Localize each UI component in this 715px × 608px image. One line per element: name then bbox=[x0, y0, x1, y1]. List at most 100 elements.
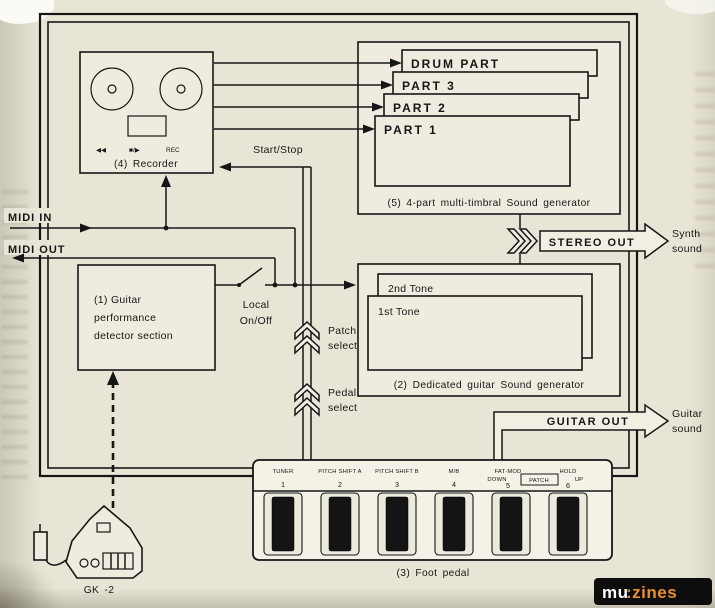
pedal-number-3: 3 bbox=[395, 480, 399, 489]
arrowhead bbox=[372, 102, 384, 112]
watermark-mu: mu bbox=[602, 583, 629, 602]
patch-select-label-2: select bbox=[328, 340, 357, 352]
detector-line1: (1) Guitar bbox=[94, 294, 142, 306]
junction-dot bbox=[272, 282, 278, 288]
gk2-plug bbox=[33, 531, 48, 561]
arrowhead bbox=[219, 162, 231, 172]
arrowhead bbox=[107, 371, 119, 385]
multitimbral-generator-block: DRUM PART PART 3 PART 2 PART 1 (5) 4-par… bbox=[357, 41, 621, 215]
arrowhead bbox=[80, 223, 92, 233]
junction-dot bbox=[163, 225, 169, 231]
pedal-label-5: FAT·MOD bbox=[494, 469, 521, 475]
pedal-label-1: TUNER bbox=[273, 469, 294, 475]
part-label-3: PART 3 bbox=[402, 79, 456, 93]
print-bleed-artifact bbox=[2, 190, 28, 480]
switch-pivot bbox=[237, 283, 241, 287]
gk2-knob bbox=[90, 558, 100, 568]
chevron-up-icon bbox=[294, 382, 320, 403]
detector-box bbox=[77, 264, 216, 371]
gk2-switch bbox=[96, 522, 111, 533]
pedal-key-1 bbox=[271, 496, 295, 552]
guitar-out: GUITAR OUT Guitar sound bbox=[493, 403, 703, 462]
patch-label: PATCH bbox=[529, 478, 549, 484]
pedal-label-2: PITCH SHIFT A bbox=[318, 469, 361, 475]
connections: Start/Stop MIDI IN MIDI OUT bbox=[8, 58, 402, 461]
chevron-up-icon bbox=[294, 320, 320, 341]
gk2-caption: GK -2 bbox=[84, 585, 115, 596]
pedal-number-6: 6 bbox=[566, 481, 570, 490]
start-stop-label: Start/Stop bbox=[253, 144, 303, 156]
guitar-sound-label-2: sound bbox=[672, 423, 702, 435]
guitar-generator-caption: (2) Dedicated guitar Sound generator bbox=[394, 380, 585, 391]
junction-dot bbox=[292, 282, 298, 288]
guitar-out-label: GUITAR OUT bbox=[547, 416, 630, 428]
synth-sound-label-2: sound bbox=[672, 243, 702, 255]
pedal-number-4: 4 bbox=[452, 480, 456, 489]
arrowhead bbox=[363, 124, 375, 134]
arrowhead bbox=[344, 280, 356, 290]
pedal-key-4 bbox=[442, 496, 466, 552]
label-mask bbox=[4, 240, 76, 255]
recorder-block: ◀◀ ■/▶ REC (4) Recorder bbox=[79, 51, 214, 174]
pedal-number-5: 5 bbox=[506, 481, 510, 490]
arrowhead bbox=[381, 80, 393, 90]
stereo-out-label: STEREO OUT bbox=[549, 237, 636, 249]
chevron-right-icon bbox=[518, 228, 539, 254]
midi-in-label: MIDI IN bbox=[8, 212, 52, 224]
pedal-label-6: HOLD bbox=[560, 469, 577, 475]
foot-pedal-caption: (3) Foot pedal bbox=[396, 568, 469, 579]
recorder-box bbox=[79, 51, 214, 174]
patch-select-indicator: Patch select bbox=[294, 320, 357, 355]
chevron-right-icon bbox=[506, 228, 527, 254]
pedal-key-5 bbox=[499, 496, 523, 552]
cassette-window bbox=[127, 115, 167, 137]
tone-box-1st bbox=[367, 295, 583, 371]
chevron-up-icon bbox=[294, 334, 320, 355]
part-label-2: PART 2 bbox=[393, 101, 447, 115]
guitar-generator-block: 2nd Tone 1st Tone (2) Dedicated guitar S… bbox=[357, 263, 621, 397]
detector-line3: detector section bbox=[94, 330, 173, 342]
stop-play-icon: ■/▶ bbox=[129, 147, 140, 154]
patch-select-label-1: Patch bbox=[328, 325, 356, 337]
arrowhead bbox=[161, 175, 171, 187]
switch-blade bbox=[238, 267, 263, 286]
tone-label-1st: 1st Tone bbox=[378, 306, 420, 318]
print-bleed-artifact bbox=[695, 72, 715, 272]
synth-sound-label-1: Synth bbox=[672, 228, 700, 240]
pedal-sub-up: UP bbox=[575, 477, 583, 483]
pedal-label-4: M/B bbox=[449, 469, 460, 475]
scan-tear-artifact bbox=[665, 0, 715, 14]
tape-reel-left-hub bbox=[107, 84, 117, 94]
pedal-sub-down: DOWN bbox=[487, 477, 506, 483]
arrowhead bbox=[390, 58, 402, 68]
rewind-icon: ◀◀ bbox=[96, 147, 106, 154]
pedal-number-1: 1 bbox=[281, 480, 285, 489]
gk2-to-detector-arrow bbox=[107, 371, 119, 508]
detector-line2: performance bbox=[94, 312, 156, 324]
tape-reel-right-hub bbox=[176, 84, 186, 94]
label-mask bbox=[4, 208, 66, 223]
gk2-cable bbox=[44, 557, 67, 566]
part-box-1 bbox=[374, 115, 571, 187]
patch-label-box bbox=[520, 473, 559, 486]
recorder-caption: (4) Recorder bbox=[114, 159, 178, 170]
part-label-1: PART 1 bbox=[384, 123, 438, 137]
local-switch-label-1: Local bbox=[243, 299, 270, 311]
pedal-label-3: PITCH SHIFT B bbox=[375, 469, 419, 475]
watermark-zines: :zines bbox=[626, 583, 677, 602]
guitar-out-arrow bbox=[493, 403, 670, 462]
pedal-key-3 bbox=[385, 496, 409, 552]
stereo-out: STEREO OUT Synth sound bbox=[506, 214, 702, 264]
detector-block: (1) Guitar performance detector section bbox=[77, 264, 216, 371]
stereo-out-arrow bbox=[539, 222, 670, 260]
guitar-sound-label-1: Guitar bbox=[672, 408, 703, 420]
local-switch-label-2: On/Off bbox=[240, 315, 273, 327]
watermark-badge bbox=[594, 578, 712, 605]
pedal-select-indicator: Pedal select bbox=[294, 382, 357, 417]
pedal-select-label-1: Pedal bbox=[328, 387, 356, 399]
muzines-watermark: mu :zines bbox=[594, 578, 712, 605]
gk2-unit: GK -2 bbox=[33, 504, 143, 596]
pedal-number-2: 2 bbox=[338, 480, 342, 489]
part-label-drum: DRUM PART bbox=[411, 57, 500, 71]
